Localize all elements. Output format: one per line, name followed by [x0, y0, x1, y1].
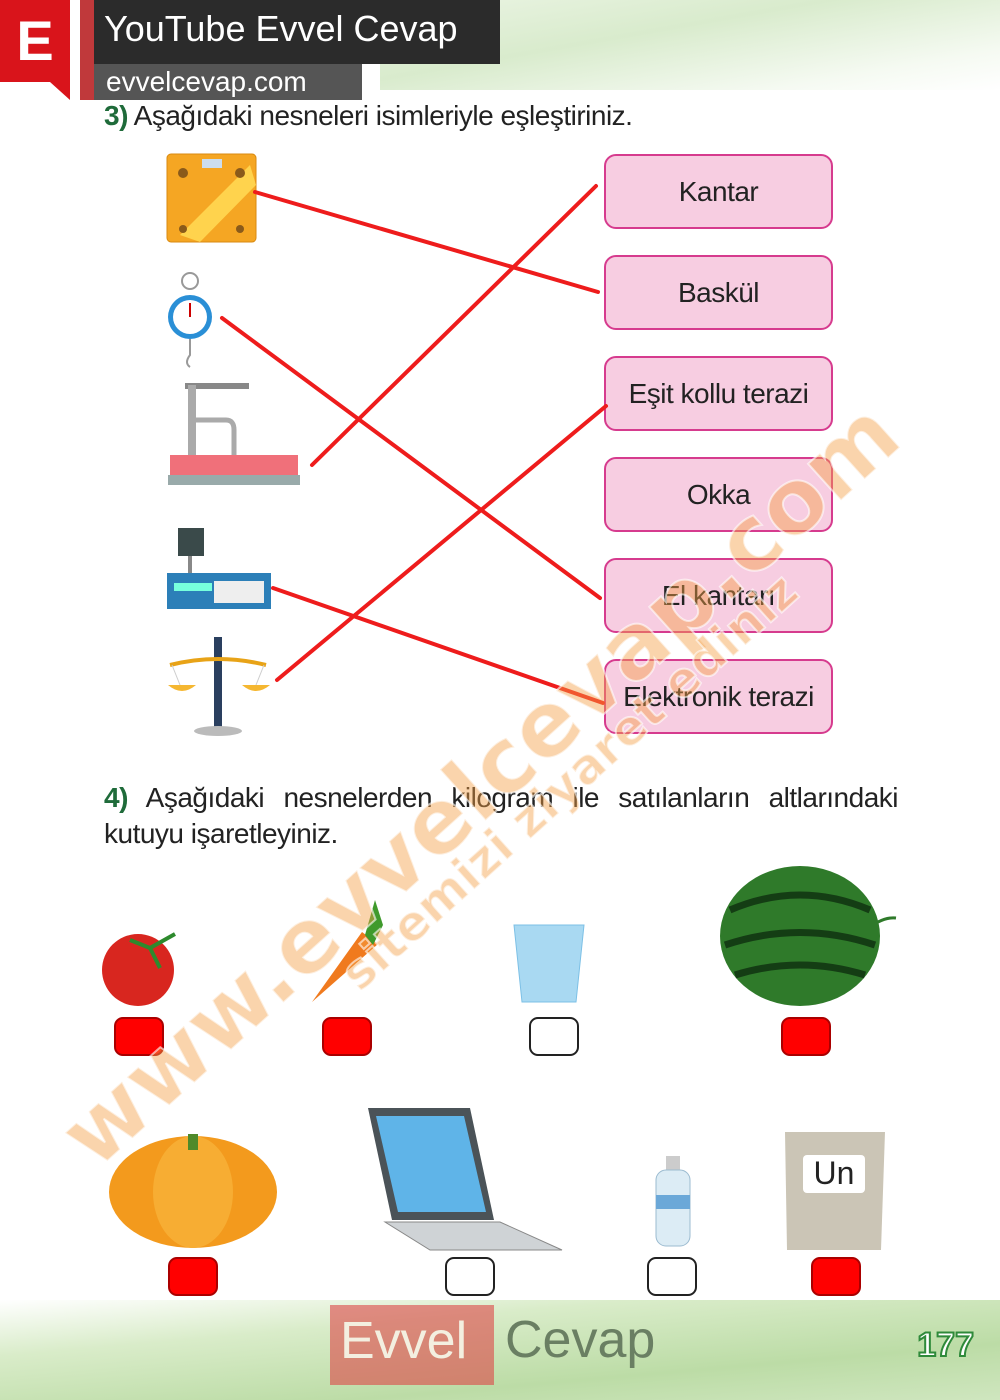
checkbox-tomato[interactable]: [114, 1017, 164, 1056]
match-line: [310, 184, 598, 467]
match-line: [275, 404, 608, 682]
carrot-icon: [312, 900, 383, 1002]
q4-text: Aşağıdaki nesnelerden kilogram ile satıl…: [104, 782, 899, 849]
match-box-baskul[interactable]: Baskül: [604, 255, 833, 330]
header-title: YouTube Evvel Cevap: [94, 0, 500, 64]
glass-icon: [513, 924, 585, 1003]
footer-brand-cevap: Cevap: [505, 1311, 656, 1369]
checkbox-carrot[interactable]: [322, 1017, 372, 1056]
checkbox-watermelon[interactable]: [781, 1017, 831, 1056]
match-box-elektronik-terazi[interactable]: Elektronik terazi: [604, 659, 833, 734]
watermelon-icon: [720, 866, 897, 1006]
checkbox-laptop[interactable]: [445, 1257, 495, 1296]
flour-label: Un: [813, 1155, 855, 1191]
footer-decoration: [0, 1300, 1000, 1400]
match-lines: [220, 184, 608, 705]
header-accent: [80, 0, 94, 100]
checkbox-glass[interactable]: [529, 1017, 579, 1056]
header-site[interactable]: evvelcevap.com: [94, 64, 362, 100]
match-line: [271, 586, 605, 705]
q3-images: [166, 153, 300, 736]
checkbox-pumpkin[interactable]: [168, 1257, 218, 1296]
page-number: 177: [916, 1325, 975, 1365]
match-box-okka[interactable]: Okka: [604, 457, 833, 532]
match-box-esit-kollu-terazi[interactable]: Eşit kollu terazi: [604, 356, 833, 431]
match-line: [253, 190, 600, 294]
pumpkin-icon: [109, 1134, 277, 1248]
laptop-icon: [368, 1108, 563, 1251]
footer-brand-evvel: Evvel: [330, 1305, 494, 1385]
tomato-icon: [102, 932, 176, 1006]
q3-text: Aşağıdaki nesneleri isimleriyle eşleştir…: [133, 100, 633, 131]
match-box-kantar[interactable]: Kantar: [604, 154, 833, 229]
electronic-scale-icon: [167, 528, 271, 609]
checkbox-water-bottle[interactable]: [647, 1257, 697, 1296]
q4-images: [102, 866, 897, 1251]
hanging-scale-icon: [168, 272, 212, 368]
logo-e: E: [0, 0, 70, 100]
question-3: 3) Aşağıdaki nesneleri isimleriyle eşleş…: [104, 100, 633, 132]
platform-scale-icon: [168, 383, 300, 485]
q4-number: 4): [104, 782, 128, 813]
balance-scale-icon: [168, 637, 270, 736]
flour-sack-icon: [785, 1132, 885, 1250]
match-line: [220, 316, 602, 600]
q3-number: 3): [104, 100, 128, 131]
match-box-el-kantari[interactable]: El kantarı: [604, 558, 833, 633]
water-bottle-icon: [655, 1156, 691, 1247]
bathroom-scale-icon: [166, 153, 257, 243]
question-4: 4) Aşağıdaki nesnelerden kilogram ile sa…: [104, 780, 899, 852]
checkbox-flour[interactable]: [811, 1257, 861, 1296]
